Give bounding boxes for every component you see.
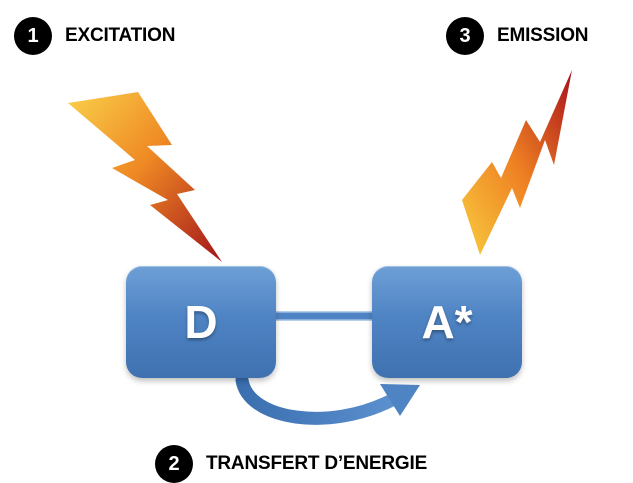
step-number-badge: 3 [446,17,484,55]
donor-label: D [184,296,218,348]
transfer-arrow-head [380,384,420,416]
connector-bar [273,311,377,321]
step-energy-transfer: 2 TRANSFERT D’ENERGIE [155,445,427,483]
donor-box: D [126,266,276,378]
step-label: EMISSION [497,25,589,46]
excitation-lightning-bolt-icon [68,92,222,262]
acceptor-box: A* [372,266,522,378]
step-excitation: 1 EXCITATION [14,17,175,55]
emission-lightning-bolt-icon [462,70,572,255]
step-label: TRANSFERT D’ENERGIE [206,453,428,474]
acceptor-label: A* [421,296,473,348]
transfer-curved-arrow-icon [235,373,399,425]
step-number-badge: 2 [155,445,193,483]
step-number-badge: 1 [14,17,52,55]
step-emission: 3 EMISSION [446,17,589,55]
step-label: EXCITATION [65,25,176,46]
